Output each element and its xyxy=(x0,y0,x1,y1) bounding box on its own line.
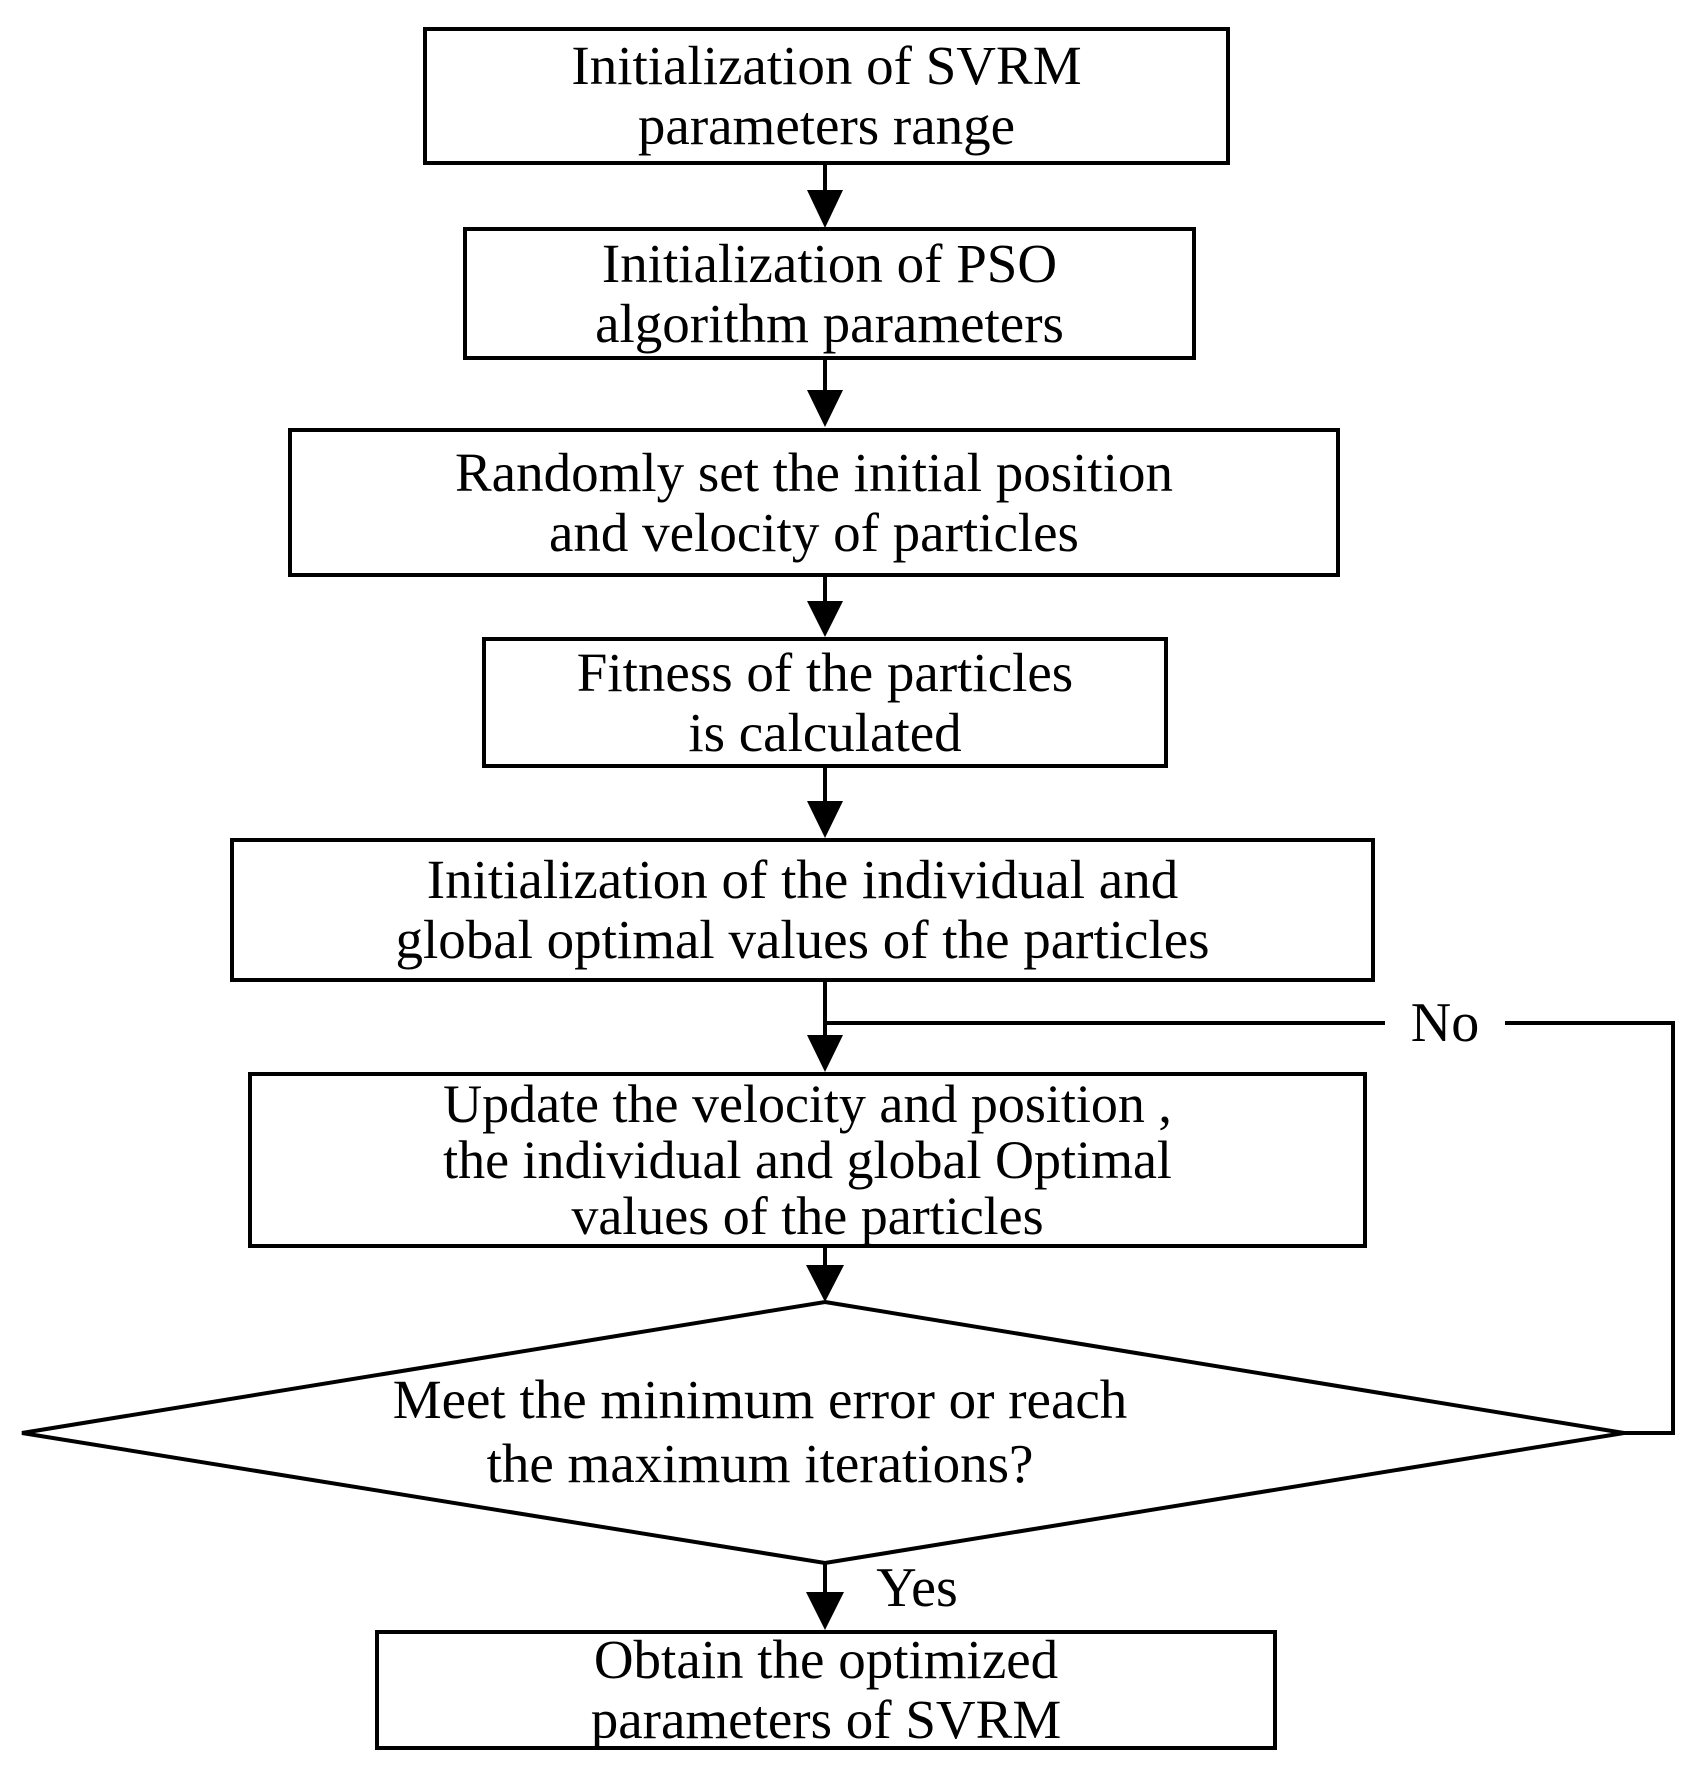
step-init-pso-line1: Initialization of PSO xyxy=(601,232,1058,294)
step-update-line3: values of the particles xyxy=(571,1186,1044,1246)
arrowhead-4-5 xyxy=(807,801,843,838)
step-init-svrm-line2: parameters range xyxy=(637,95,1016,156)
arrowhead-6-decision xyxy=(806,1265,844,1302)
step-update-line1: Update the velocity and position , xyxy=(443,1074,1172,1134)
step-fitness: Fitness of the particles is calculated xyxy=(482,637,1168,768)
branch-label-no: No xyxy=(1385,993,1505,1053)
arrowhead-1-2 xyxy=(807,190,843,228)
step-init-optimal-line1: Initialization of the individual and xyxy=(426,849,1179,910)
arrowhead-3-4 xyxy=(807,601,843,637)
step-init-svrm-line1: Initialization of SVRM xyxy=(571,35,1082,96)
step-init-optimal: Initialization of the individual and glo… xyxy=(230,838,1375,982)
arrowhead-decision-7 xyxy=(806,1592,844,1630)
arrowhead-5-6 xyxy=(807,1035,843,1072)
no-loop-line xyxy=(825,1021,1675,1435)
decision-text: Meet the minimum error or reach the maxi… xyxy=(0,1368,1520,1496)
decision-line1: Meet the minimum error or reach xyxy=(392,1369,1128,1430)
step-result-line1: Obtain the optimized xyxy=(593,1629,1059,1690)
step-result: Obtain the optimized parameters of SVRM xyxy=(375,1630,1277,1750)
step-random-init: Randomly set the initial position and ve… xyxy=(288,428,1340,577)
step-init-svrm: Initialization of SVRM parameters range xyxy=(423,27,1230,165)
step-random-init-line2: and velocity of particles xyxy=(549,501,1079,563)
step-fitness-line1: Fitness of the particles xyxy=(576,641,1074,703)
step-init-pso: Initialization of PSO algorithm paramete… xyxy=(463,227,1196,360)
step-update: Update the velocity and position , the i… xyxy=(248,1072,1367,1248)
step-init-optimal-line2: global optimal values of the particles xyxy=(395,909,1210,970)
step-result-line2: parameters of SVRM xyxy=(590,1689,1062,1750)
step-random-init-line1: Randomly set the initial position xyxy=(454,441,1173,503)
arrowhead-2-3 xyxy=(807,390,843,427)
decision-line2: the maximum iterations? xyxy=(486,1433,1034,1494)
branch-label-yes: Yes xyxy=(876,1557,958,1619)
step-init-pso-line2: algorithm parameters xyxy=(595,292,1064,354)
step-fitness-line2: is calculated xyxy=(688,701,962,763)
step-update-line2: the individual and global Optimal xyxy=(443,1130,1172,1190)
